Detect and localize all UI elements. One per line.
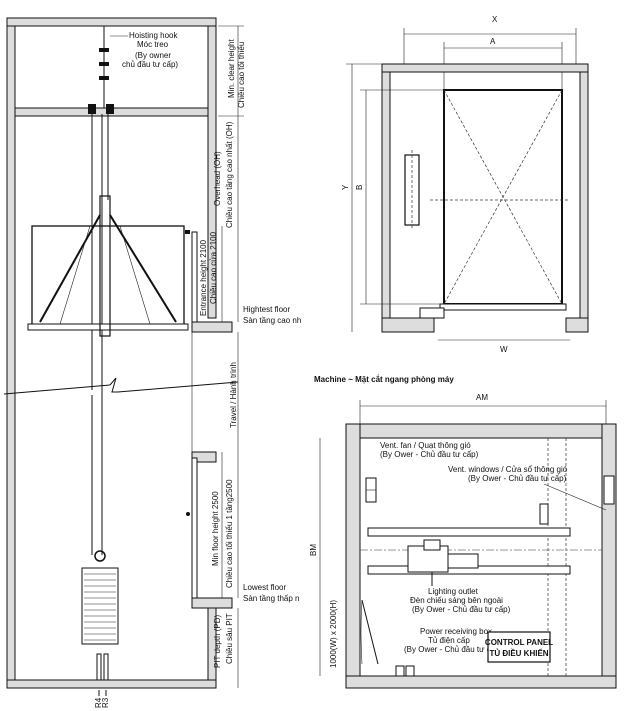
hook-clamp-2 bbox=[99, 62, 109, 66]
break-line-left bbox=[3, 384, 111, 395]
overhead-label: Overhead (OH) bbox=[213, 151, 222, 206]
plan-right-wall bbox=[579, 63, 589, 333]
hook-clamp-1 bbox=[99, 48, 109, 52]
traction-gearbox bbox=[447, 553, 479, 569]
mr-right-wall bbox=[601, 423, 617, 689]
pit-depth-vi-label: Chiều sâu PIT bbox=[225, 613, 234, 664]
car-frame bbox=[99, 195, 111, 337]
car-brace-inner-right bbox=[119, 225, 151, 325]
highest-floor-slab bbox=[191, 321, 233, 333]
plan-front-wall-left bbox=[381, 317, 435, 333]
mid-floor-slab bbox=[191, 451, 217, 463]
vent-windows-owner-label: (By Ower - Chủ đầu tư cấp) bbox=[468, 474, 567, 483]
sheave-left bbox=[88, 104, 96, 114]
highest-floor-label: Hightest floor bbox=[243, 305, 290, 314]
plan-car-sill bbox=[439, 303, 567, 311]
dim-a-label: A bbox=[490, 37, 496, 46]
dim-am-label: AM bbox=[476, 393, 488, 402]
lighting-label: Lighting outlet bbox=[428, 587, 479, 596]
lowest-floor-vi-label: Sàn tầng thấp n bbox=[243, 594, 300, 603]
power-box-2 bbox=[405, 665, 415, 677]
counterweight-plates bbox=[84, 573, 116, 641]
shaft-roof bbox=[6, 17, 217, 27]
vent-fan-owner-label: (By Ower - Chủ đầu tư cấp) bbox=[380, 450, 479, 459]
traction-sheave bbox=[423, 539, 441, 551]
machine-room-title: Machine ~ Mặt cắt ngang phòng máy bbox=[314, 375, 454, 384]
pit-depth-label: PIT depth (PD) bbox=[213, 614, 222, 668]
pit-floor bbox=[6, 679, 217, 689]
car-brace-right bbox=[109, 214, 177, 323]
plan-door-pocket bbox=[419, 307, 445, 319]
door-swing-arc bbox=[360, 599, 363, 665]
vent-windows-label: Vent. windows / Cửa sổ thông gió bbox=[448, 465, 568, 474]
mr-left-wall bbox=[345, 423, 361, 689]
overhead-vi-label: Chiều cao tầng cao nhất (OH) bbox=[225, 121, 234, 228]
lower-landing-door bbox=[191, 457, 198, 599]
counterweight-pulley bbox=[94, 550, 106, 562]
hoisting-hook-label: Hoisting hook bbox=[129, 31, 178, 40]
vent-windows-leader bbox=[543, 483, 607, 511]
car-guide-shoe bbox=[185, 230, 190, 234]
mr-top-wall bbox=[345, 423, 617, 439]
buffer-left bbox=[96, 653, 102, 681]
mr-small-window bbox=[539, 503, 549, 525]
control-panel-box bbox=[487, 631, 551, 663]
lighting-owner-label: (By Ower - Chủ đầu tư cấp) bbox=[412, 605, 511, 614]
dim-x-label: X bbox=[492, 15, 498, 24]
car-platform bbox=[27, 323, 189, 331]
dim-bm-label: BM bbox=[309, 544, 318, 556]
landing-button bbox=[186, 512, 190, 516]
plan-back-wall bbox=[381, 63, 589, 73]
machine-room: Machine ~ Mặt cắt ngang phòng máy AM BM … bbox=[309, 375, 617, 689]
power-box-vi-label: Tủ điện cấp bbox=[428, 636, 470, 645]
lowest-floor-slab bbox=[191, 597, 233, 609]
shaft-section: Hoisting hook Móc treo (By owner chủ đầu… bbox=[3, 17, 301, 708]
hoisting-hook-vi-label: Móc treo bbox=[137, 40, 169, 49]
power-box-1 bbox=[395, 665, 405, 677]
dim-b-label: B bbox=[355, 185, 364, 190]
door-leaf bbox=[361, 599, 379, 665]
travel-label: Travel / Hành trình bbox=[229, 362, 238, 428]
break-line-right bbox=[117, 381, 239, 393]
plan-view: X A Y B W bbox=[341, 15, 589, 354]
r3-label: R3 bbox=[101, 697, 110, 708]
elevator-car bbox=[31, 225, 185, 327]
plan-front-wall-right bbox=[565, 317, 589, 333]
door-size-label: 1000(W) x 2000(H) bbox=[329, 600, 338, 668]
power-box-label: Power receiving box bbox=[420, 627, 492, 636]
vent-fan-label: Vent. fan / Quạt thông gió bbox=[380, 441, 471, 450]
control-panel-vi-label: TỦ ĐIỀU KHIỂN bbox=[489, 648, 548, 658]
buffer-right bbox=[103, 653, 109, 681]
sheave-right bbox=[106, 104, 114, 114]
hook-owner-label: (By owner bbox=[135, 51, 171, 60]
plan-diag-2 bbox=[443, 89, 563, 305]
car-brace-left bbox=[39, 214, 101, 323]
min-floor-height-vi-label: Chiều cao tối thiểu 1 tầng2500 bbox=[225, 479, 234, 588]
machine-beam-top bbox=[367, 527, 571, 537]
counterweight-block bbox=[81, 567, 119, 645]
control-panel-label: CONTROL PANEL bbox=[485, 638, 553, 647]
min-clear-height-label: Min. clear height bbox=[227, 39, 236, 98]
dim-w-label: W bbox=[500, 345, 508, 354]
hook-clamp-3 bbox=[99, 76, 109, 80]
shaft-left-wall bbox=[6, 17, 16, 689]
r4-label: R4 bbox=[94, 697, 103, 708]
lowest-floor-label: Lowest floor bbox=[243, 583, 286, 592]
vent-window bbox=[603, 475, 615, 505]
power-box-owner-label: (By Ower - Chủ đầu tư cấp) bbox=[404, 645, 503, 654]
highest-floor-vi-label: Sàn tầng cao nh bbox=[243, 316, 301, 325]
car-brace-inner-left bbox=[59, 225, 91, 325]
min-floor-height-label: Min floor height 2500 bbox=[211, 491, 220, 566]
hook-owner-vi-label: chủ đầu tư cấp) bbox=[122, 60, 178, 69]
plan-left-wall bbox=[381, 63, 391, 333]
entrance-height-vi-label: Chiều cao cửa 2100 bbox=[209, 231, 218, 304]
lighting-vi-label: Đèn chiếu sáng bên ngoài bbox=[410, 596, 503, 605]
break-symbol bbox=[109, 377, 118, 393]
upper-landing-door bbox=[191, 231, 198, 323]
mr-bottom-wall bbox=[345, 675, 617, 689]
dim-y-label: Y bbox=[341, 184, 350, 190]
entrance-height-label: Entrance height 2100 bbox=[199, 239, 208, 316]
min-clear-height-vi-label: Chiều cao tối thiểu bbox=[237, 42, 246, 108]
